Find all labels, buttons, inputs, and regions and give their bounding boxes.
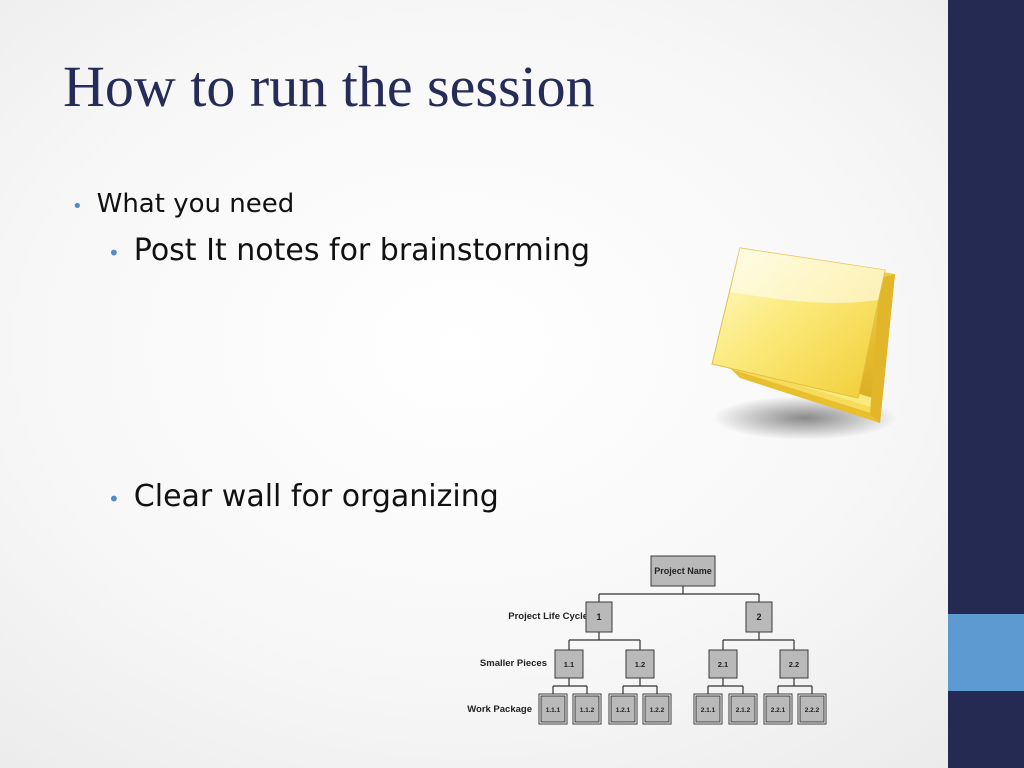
bullet-clear-wall: • Clear wall for organizing [108, 479, 499, 514]
wbs-node-label: 2.1 [718, 660, 728, 669]
bullet-dot: • [108, 487, 120, 511]
wbs-node-label: 1.2 [635, 660, 645, 669]
wbs-diagram: Project Life Cycle Smaller Pieces Work P… [467, 555, 827, 725]
wbs-node-work-package: 2.2.2 [797, 693, 827, 725]
wbs-node-label: Project Name [654, 566, 712, 576]
wbs-node-label: 2.2.2 [805, 707, 820, 714]
wbs-node-label: 2.2 [789, 660, 799, 669]
row-label-smaller-pieces: Smaller Pieces [480, 658, 547, 669]
wbs-node-work-package: 2.1.1 [693, 693, 723, 725]
slide-title: How to run the session [63, 54, 595, 119]
row-label-life-cycle: Project Life Cycle [508, 611, 588, 622]
sidebar-accent-block [948, 614, 1024, 691]
bullet-post-it-notes: • Post It notes for brainstorming [108, 233, 590, 268]
bullet-text: Post It notes for brainstorming [133, 233, 591, 268]
wbs-node-work-package: 2.1.2 [728, 693, 758, 725]
wbs-node-label: 1.2.1 [616, 707, 631, 714]
sticky-notes-icon [711, 247, 897, 440]
wbs-node-label: 2 [756, 612, 761, 622]
wbs-node-work-package: 2.2.1 [763, 693, 793, 725]
wbs-node-level2: 1.1 [554, 649, 584, 679]
bullet-what-you-need: • What you need [72, 189, 294, 219]
wbs-node-level2: 2.2 [779, 649, 809, 679]
wbs-node-level1: 1 [585, 601, 613, 633]
wbs-node-level2: 2.1 [708, 649, 738, 679]
row-label-work-package: Work Package [467, 704, 532, 715]
wbs-node-label: 1.1.2 [580, 707, 595, 714]
wbs-node-level2: 1.2 [625, 649, 655, 679]
wbs-node-label: 2.2.1 [771, 707, 786, 714]
wbs-node-label: 2.1.1 [701, 707, 716, 714]
bullet-text: What you need [96, 189, 295, 219]
wbs-node-label: 1.2.2 [650, 707, 665, 714]
bullet-text: Clear wall for organizing [133, 479, 499, 514]
wbs-node-work-package: 1.1.1 [538, 693, 568, 725]
wbs-node-work-package: 1.2.2 [642, 693, 672, 725]
wbs-node-label: 1 [596, 612, 601, 622]
wbs-node-root: Project Name [650, 555, 716, 587]
wbs-node-work-package: 1.2.1 [608, 693, 638, 725]
bullet-dot: • [108, 241, 120, 265]
wbs-node-label: 1.1 [564, 660, 574, 669]
wbs-node-label: 2.1.2 [736, 707, 751, 714]
wbs-node-level1: 2 [745, 601, 773, 633]
wbs-node-label: 1.1.1 [546, 707, 561, 714]
wbs-node-work-package: 1.1.2 [572, 693, 602, 725]
bullet-dot: • [72, 196, 83, 217]
